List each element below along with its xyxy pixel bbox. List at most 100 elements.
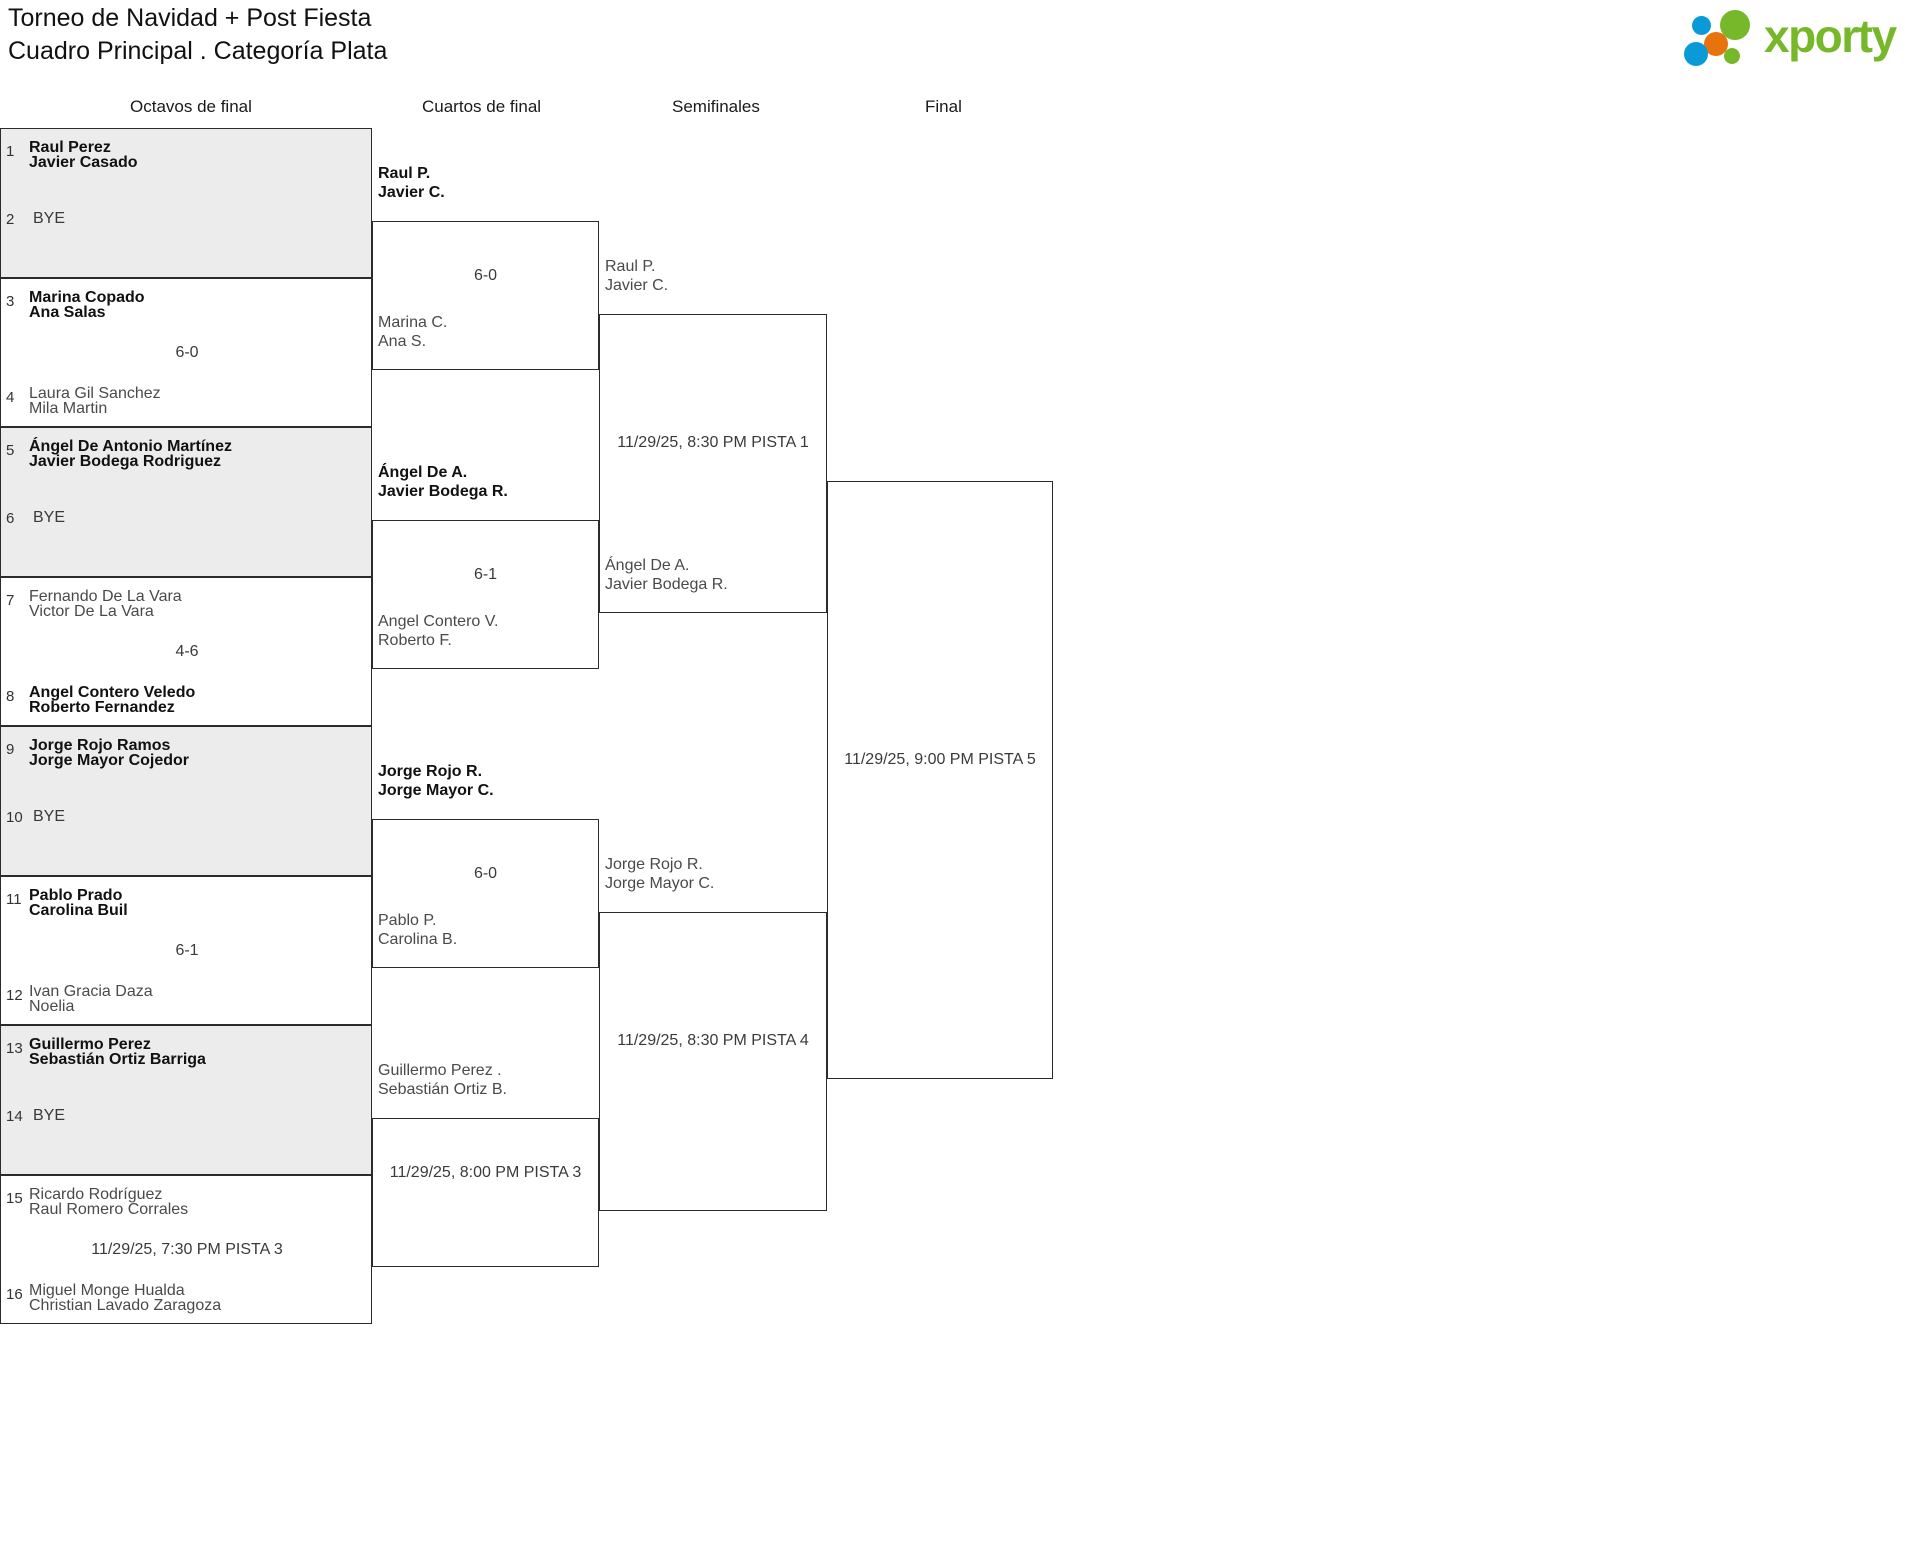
r2-entry-7: Guillermo Perez .Sebastián Ortiz B. — [378, 1061, 507, 1099]
player-name: Sebastián Ortiz B. — [378, 1080, 507, 1098]
player-name: Carolina B. — [378, 931, 458, 949]
player-name: Miguel Monge Hualda — [29, 1281, 185, 1299]
seed-number: 4 — [6, 388, 15, 406]
player-name: Ángel De Antonio Martínez — [29, 438, 232, 455]
player-name: Javier Bodega R. — [605, 575, 728, 593]
player-name: Christian Lavado Zaragoza — [29, 1296, 222, 1314]
r2-result-4: 11/29/25, 8:00 PM PISTA 3 — [389, 1163, 582, 1181]
r3-entry-2: Ángel De A.Javier Bodega R. — [605, 556, 728, 594]
seed-number: 12 — [6, 986, 23, 1004]
player-name: Jorge Mayor C. — [605, 874, 715, 892]
logo-wordmark: xporty — [1764, 10, 1897, 62]
match-result: 4-6 — [175, 642, 199, 660]
round-header-final: Final — [925, 97, 962, 116]
r2-result-1: 6-0 — [473, 266, 498, 284]
player-name: Jorge Rojo R. — [605, 855, 703, 873]
player-name: Angel Contero V. — [378, 613, 499, 631]
player-name: Javier C. — [378, 183, 445, 201]
match-result: 6-0 — [175, 343, 199, 361]
player-name: Noelia — [29, 997, 75, 1015]
r3-connector-1 — [599, 313, 827, 613]
bye-label: BYE — [33, 509, 66, 526]
r3-result-2: 11/29/25, 8:30 PM PISTA 4 — [617, 1032, 809, 1049]
player-name: Raul P. — [378, 164, 431, 182]
seed-number: 5 — [6, 442, 15, 459]
player-name: Pablo Prado — [29, 886, 123, 904]
seed-number: 2 — [6, 211, 15, 228]
r2-result-3: 6-0 — [473, 864, 498, 882]
r2-entry-5: Jorge Rojo R.Jorge Mayor C. — [378, 762, 494, 800]
logo-dot-blue-large-icon — [1684, 42, 1708, 66]
seed-number: 15 — [6, 1189, 23, 1207]
seed-number: 8 — [6, 687, 15, 705]
player-name: Carolina Buil — [29, 901, 128, 919]
player-name: Raul Romero Corrales — [29, 1200, 189, 1218]
xporty-logo: xporty — [1682, 8, 1902, 66]
r2-entry-3: Ángel De A.Javier Bodega R. — [378, 463, 508, 501]
r3-entry-1: Raul P.Javier C. — [605, 257, 668, 295]
page-title-line2: Cuadro Principal . Categoría Plata — [8, 37, 388, 65]
seed-number: 1 — [6, 143, 15, 160]
page-title: Torneo de Navidad + Post Fiesta Cuadro P… — [8, 2, 387, 68]
page-title-line1: Torneo de Navidad + Post Fiesta — [8, 4, 372, 32]
r4-connector-1 — [827, 481, 1053, 1079]
player-name: Raul P. — [605, 257, 656, 275]
seed-number: 3 — [6, 292, 15, 310]
player-name: Guillermo Perez — [29, 1036, 151, 1053]
player-name: Roberto Fernandez — [29, 698, 175, 716]
player-name: Marina C. — [378, 314, 448, 332]
bye-label: BYE — [33, 1107, 66, 1124]
player-name: Jorge Mayor Cojedor — [29, 752, 190, 769]
player-name: Ángel De A. — [378, 463, 468, 481]
r2-connector-4 — [372, 1117, 599, 1268]
player-name: Raul Perez — [29, 139, 111, 156]
player-name: Mila Martin — [29, 399, 108, 417]
player-name: Ángel De A. — [605, 556, 690, 574]
player-name: Jorge Rojo Ramos — [29, 737, 171, 754]
r3-result-1: 11/29/25, 8:30 PM PISTA 1 — [617, 434, 809, 451]
r2-entry-4: Angel Contero V.Roberto F. — [378, 612, 498, 650]
player-name: Javier Bodega Rodriguez — [29, 453, 222, 470]
seed-number: 11 — [6, 890, 22, 908]
bye-label: BYE — [33, 210, 66, 227]
logo-dot-green-small-icon — [1724, 48, 1740, 64]
logo-dot-blue-small-icon — [1692, 16, 1711, 35]
seed-number: 6 — [6, 510, 15, 527]
seed-number: 10 — [6, 809, 23, 826]
player-name: Ana S. — [378, 333, 427, 351]
bye-label: BYE — [33, 808, 66, 825]
r2-connector-1 — [372, 220, 599, 371]
player-name: Laura Gil Sanchez — [29, 384, 161, 402]
player-name: Jorge Mayor C. — [378, 781, 494, 799]
r3-connector-2 — [599, 911, 827, 1211]
player-name: Roberto F. — [378, 632, 452, 650]
match-result: 11/29/25, 7:30 PM PISTA 3 — [91, 1240, 283, 1258]
player-name: Ivan Gracia Daza — [29, 982, 153, 1000]
player-name: Javier Casado — [29, 154, 138, 171]
r2-entry-6: Pablo P.Carolina B. — [378, 911, 457, 949]
r3-entry-3: Jorge Rojo R.Jorge Mayor C. — [605, 855, 714, 893]
round-header-semifinales: Semifinales — [672, 97, 760, 116]
player-name: Ricardo Rodríguez — [29, 1185, 163, 1203]
player-name: Javier Bodega R. — [378, 482, 508, 500]
player-name: Angel Contero Veledo — [29, 683, 196, 701]
seed-number: 13 — [6, 1040, 23, 1057]
seed-number: 14 — [6, 1108, 23, 1125]
r2-entry-1: Raul P.Javier C. — [378, 164, 445, 202]
logo-dot-green-large-icon — [1720, 10, 1750, 40]
player-name: Victor De La Vara — [29, 602, 154, 620]
player-name: Pablo P. — [378, 912, 437, 930]
r2-entry-2: Marina C.Ana S. — [378, 313, 447, 351]
r2-connector-3 — [372, 818, 599, 969]
player-name: Ana Salas — [29, 303, 106, 321]
match-result: 6-1 — [175, 941, 199, 959]
